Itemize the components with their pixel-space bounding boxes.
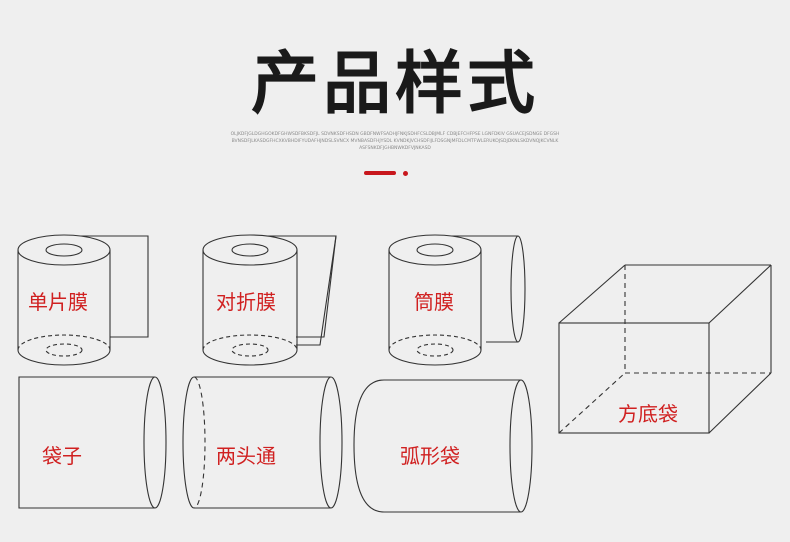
page-subtitle: OLJKDFJGLDGHGOKDFGHWSDFBKSDFJL SDVNKSDFH… xyxy=(230,132,560,151)
label-open-both-ends: 两头通 xyxy=(216,444,276,468)
label-bag: 袋子 xyxy=(42,444,82,468)
label-square-bottom-bag: 方底袋 xyxy=(618,402,678,426)
square-bottom-bag-illustration xyxy=(558,264,772,434)
page-title: 产品样式 xyxy=(250,45,539,124)
label-folded-film: 对折膜 xyxy=(216,290,276,314)
arc-bag-illustration xyxy=(353,379,533,513)
label-tube-film: 筒膜 xyxy=(414,290,454,314)
folded-film-illustration xyxy=(202,234,337,366)
tube-film-illustration xyxy=(388,234,526,366)
accent-dot xyxy=(403,171,408,176)
bag-illustration xyxy=(18,376,167,509)
label-single-sheet-film: 单片膜 xyxy=(28,290,88,314)
accent-dash xyxy=(364,171,396,175)
single-sheet-film-illustration xyxy=(17,234,149,366)
label-arc-bag: 弧形袋 xyxy=(400,444,460,468)
open-both-ends-illustration xyxy=(182,376,343,509)
